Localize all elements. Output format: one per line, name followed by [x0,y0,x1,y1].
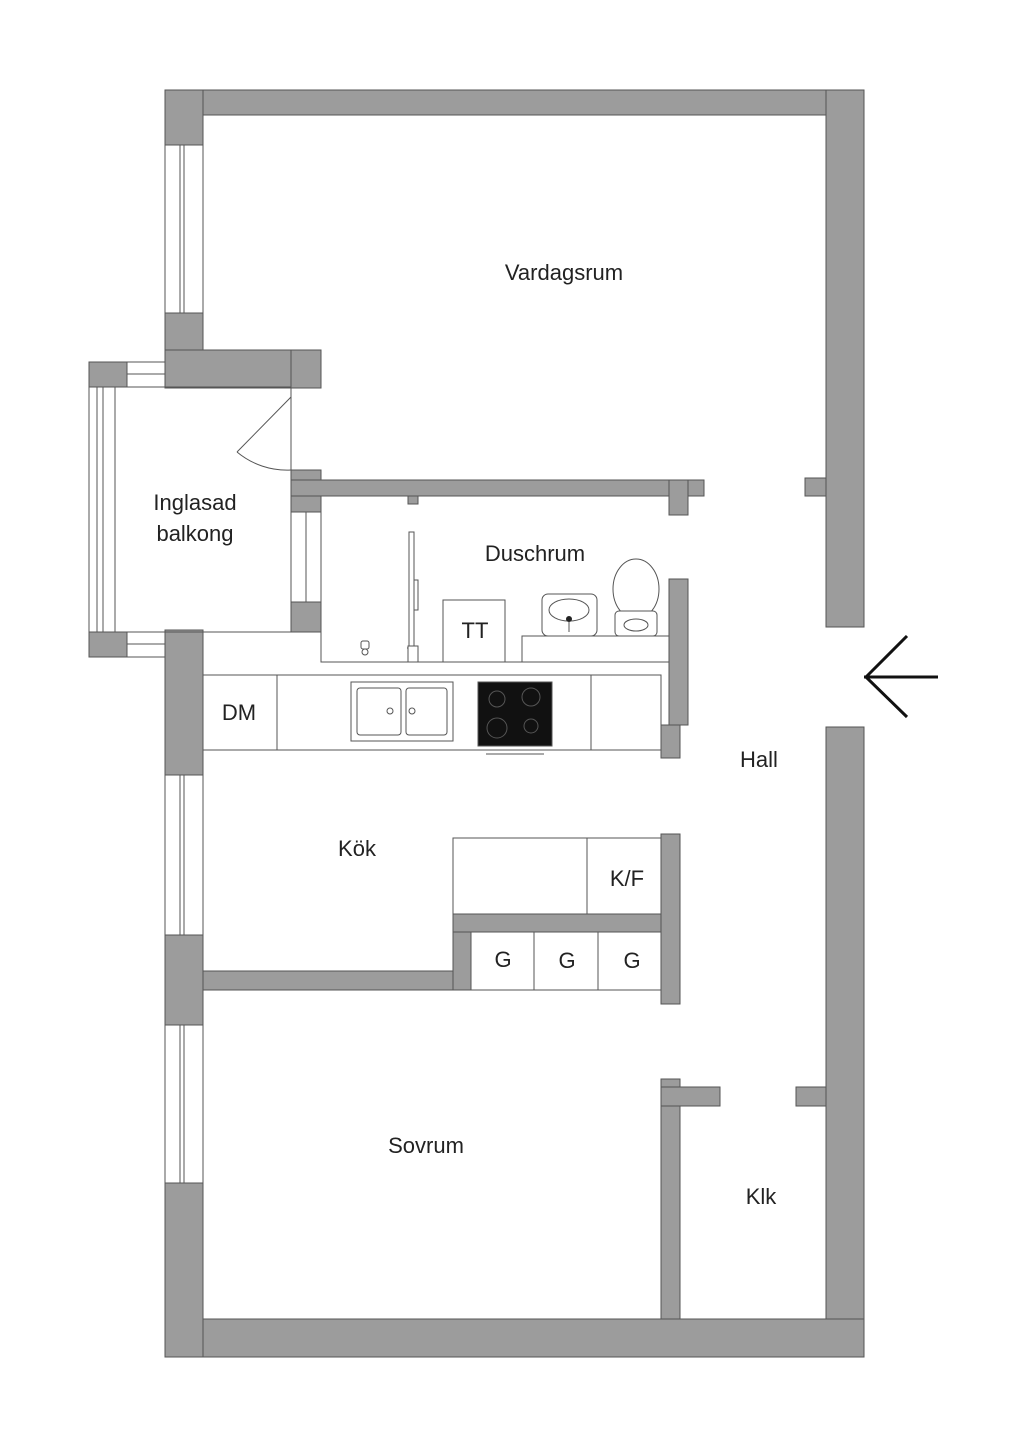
windows [164,144,204,1184]
fixture-label-wardrobe-3: G [623,948,640,973]
wardrobes [470,931,662,991]
fixture-label-wardrobe-1: G [494,947,511,972]
kitchen-counter [202,674,662,755]
fridge-cabinets [452,837,662,915]
toilet-icon [612,558,660,637]
room-label-balcony-line2: balkong [156,521,233,546]
fixture-label-washer: TT [462,618,489,643]
room-label-balcony-line1: Inglasad [153,490,236,515]
shower-drain-icon [360,640,370,656]
stove-icon [477,681,553,755]
room-label-kitchen: Kök [338,836,377,861]
room-label-living: Vardagsrum [505,260,623,285]
fixture-label-dishwasher: DM [222,700,256,725]
interior-walls [202,477,827,1320]
door-swing-icon [236,396,292,471]
outer-walls [164,89,865,1358]
shower-room [320,496,670,663]
room-label-shower: Duschrum [485,541,585,566]
room-label-hall: Hall [740,747,778,772]
fixture-label-wardrobe-2: G [558,948,575,973]
sink-icon [350,681,454,742]
arrow-left-icon [864,634,938,719]
room-label-bedroom: Sovrum [388,1133,464,1158]
fixture-label-fridge: K/F [610,866,644,891]
washbasin-icon [541,593,598,637]
room-label-closet: Klk [746,1184,778,1209]
